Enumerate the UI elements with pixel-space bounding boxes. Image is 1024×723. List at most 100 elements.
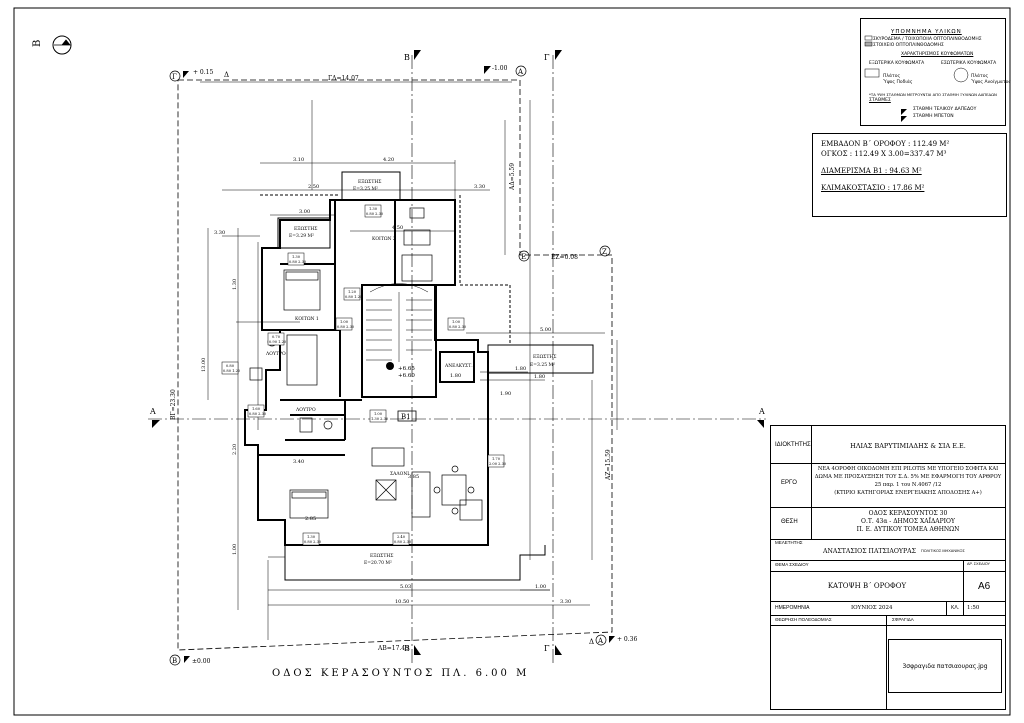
legend-line-2: ΣΤΟΙΧΕΙΟ ΟΠΤΟΠΛΙΝΘΟΔΟΜΗΣ (873, 43, 944, 48)
svg-text:A: A (517, 68, 524, 76)
svg-text:0.90 1.20: 0.90 1.20 (269, 340, 287, 344)
svg-text:+6.60: +6.60 (398, 373, 415, 379)
svg-text:13.00: 13.00 (201, 358, 207, 372)
svg-text:E: E (521, 253, 526, 261)
svg-text:2.40: 2.40 (397, 535, 406, 539)
date-value: ΙΟΥΝΙΟΣ 2024 (851, 605, 893, 611)
corner-beta-bottom: B ±0.00 (169, 654, 211, 666)
north-label: B (32, 40, 43, 47)
project-line-2: ΔΩΜΑ ΜΕ ΠΡΟΣΑΥΞΗΣΗ ΤΟΥ Σ.Δ. 5% ΜΕ ΕΦΑΡΜΟ… (814, 474, 1002, 480)
svg-text:ΕΞΩΣΤΗΣ: ΕΞΩΣΤΗΣ (533, 354, 556, 360)
svg-text:1.00: 1.00 (232, 544, 238, 555)
svg-text:4.20: 4.20 (383, 157, 394, 163)
designer-title: ΠΟΛΙΤΙΚΟΣ ΜΗΧΑΝΙΚΟΣ (921, 549, 965, 553)
project-line-3: 25 παρ. 1 του Ν.4067 /12 (874, 482, 942, 488)
legend-w3: Πλάτος (971, 74, 989, 79)
edge-top: ΓΔ=14.07 (328, 75, 359, 82)
svg-text:Ε=3.29 Μ²: Ε=3.29 Μ² (289, 233, 314, 239)
scale-label: ΚΛ. (951, 605, 960, 611)
svg-text:3.00: 3.00 (299, 209, 310, 215)
svg-text:0.80 2.30: 0.80 2.30 (249, 412, 267, 416)
site-label: ΘΕΣΗ (781, 519, 798, 525)
area-apartment: ΔΙΑΜΕΡΙΣΜΑ Β1 : 94.63 Μ² (821, 167, 922, 175)
site-line-3: Π. Ε. ΔΥΤΙΚΟΥ ΤΟΜΕΑ ΑΘΗΝΩΝ (856, 526, 960, 533)
svg-text:5.03: 5.03 (400, 584, 411, 590)
project-label: ΕΡΓΟ (781, 480, 797, 486)
svg-text:ΕΞΩΣΤΗΣ: ΕΞΩΣΤΗΣ (370, 553, 393, 559)
edge-bottom: ΑΒ=17.45 (377, 645, 409, 652)
edge-ez: ΕΖ=0.08 (551, 254, 578, 261)
svg-text:5.00: 5.00 (540, 327, 551, 333)
drawing-number: Α6 (978, 581, 991, 592)
svg-text:-1.00: -1.00 (492, 65, 508, 72)
svg-text:10.50: 10.50 (395, 599, 409, 605)
legend-title: ΥΠΟΜΝΗΜΑ ΥΛΙΚΩΝ (891, 29, 962, 35)
svg-text:2.20: 2.20 (232, 444, 238, 455)
svg-text:+ 0.15: + 0.15 (193, 69, 213, 76)
svg-text:Ε=3.25 Μ²: Ε=3.25 Μ² (353, 186, 378, 192)
svg-text:A: A (597, 637, 604, 645)
drawing-no-label: ΑΡ. ΣΧΕΔΙΟΥ (967, 562, 991, 566)
corner-alpha-bottom: Δ A + 0.36 (589, 634, 637, 646)
drawing-label: ΘΕΜΑ ΣΧΕΔΙΟΥ (775, 562, 809, 567)
svg-text:4.50: 4.50 (392, 225, 403, 231)
site-line-2: Ο.Τ. 43α - ΔΗΜΟΣ ΧΑΪΔΑΡΙΟΥ (861, 518, 955, 525)
svg-text:2.00 2.30: 2.00 2.30 (489, 462, 507, 466)
area-summary: ΕΜΒΑΔΟΝ Β΄ ΟΡΟΦΟΥ : 112.49 Μ² ΟΓΚΟΣ : 11… (812, 133, 1007, 217)
svg-text:1.60: 1.60 (252, 407, 261, 411)
section-a-right: A (758, 407, 765, 416)
svg-text:0.80 2.30: 0.80 2.30 (289, 260, 307, 264)
svg-text:Γ: Γ (172, 73, 177, 81)
north-arrow-icon (52, 35, 72, 55)
legend-lvl1: ΣΤΑΘΜΗ ΤΕΛΙΚΟΥ ΔΑΠΕΔΟΥ (913, 107, 977, 112)
owner-value: ΗΛΙΑΣ ΒΑΡΥΤΙΜΙΑΔΗΣ & ΣΙΑ Ε.Ε. (850, 442, 966, 450)
project-line-4: (ΚΤΙΡΙΟ ΚΑΤΗΓΟΡΙΑΣ ΕΝΕΡΓΕΙΑΚΗΣ ΑΠΟΔΟΣΗΣ … (834, 490, 982, 496)
legend-int: ΕΣΩΤΕΡΙΚΑ ΚΟΥΦΩΜΑΤΑ (941, 61, 997, 66)
section-b-bottom: B (404, 644, 410, 653)
svg-text:ΕΞΩΣΤΗΣ: ΕΞΩΣΤΗΣ (358, 179, 381, 185)
svg-text:3.30: 3.30 (560, 599, 571, 605)
legend-w1: Πλάτος (883, 74, 901, 79)
edge-right-upper: ΑΔ=5.59 (509, 163, 516, 191)
svg-text:ΛΟΥΤΡΟ: ΛΟΥΤΡΟ (265, 351, 286, 357)
svg-text:1.20: 1.20 (348, 290, 357, 294)
legend-w2: Ύψος Ποδιάς (883, 80, 913, 85)
stamp-image-placeholder: 3σφραγιδα πατσιαουρας.jpg (888, 639, 1002, 693)
svg-text:1.30: 1.30 (307, 535, 316, 539)
legend-note: *ΤΑ ΥΨΗ ΣΤΑΘΜΩΝ ΜΕΤΡΟΥΝΤΑΙ ΑΠΟ ΣΤΑΘΜΗ ΞΥ… (869, 92, 997, 97)
svg-text:ΚΟΙΤΩΝ 1: ΚΟΙΤΩΝ 1 (295, 316, 319, 322)
svg-text:B: B (172, 657, 177, 665)
area-volume: ΟΓΚΟΣ : 112.49 Χ 3.00=337.47 Μ³ (821, 150, 947, 158)
svg-text:Z: Z (602, 248, 607, 256)
svg-text:3.40: 3.40 (293, 459, 304, 465)
section-g-top: Γ (544, 53, 550, 62)
legend-w4: Ύψος Ανοίγματος (971, 80, 1011, 85)
svg-text:Δ: Δ (589, 638, 594, 646)
svg-text:3.30: 3.30 (214, 230, 225, 236)
corner-gamma: Γ + 0.15 Δ (169, 69, 229, 82)
designer-label: ΜΕΛΕΤΗΤΗΣ (775, 540, 803, 545)
scale-value: 1:50 (967, 605, 980, 611)
stamp-label: ΣΦΡΑΓΙΔΑ (892, 617, 914, 622)
svg-text:1.30: 1.30 (232, 279, 238, 290)
svg-text:0.80 1.20: 0.80 1.20 (345, 295, 363, 299)
svg-text:Ε=20.70 Μ²: Ε=20.70 Μ² (364, 560, 392, 566)
svg-text:0.80: 0.80 (226, 364, 235, 368)
svg-text:2.85: 2.85 (305, 516, 316, 522)
svg-text:1.30: 1.30 (292, 255, 301, 259)
svg-text:2.50: 2.50 (308, 184, 319, 190)
svg-text:1.70: 1.70 (492, 457, 501, 461)
svg-text:0.80 2.30: 0.80 2.30 (366, 212, 384, 216)
legend-symbols (864, 35, 969, 122)
svg-text:3.10: 3.10 (293, 157, 304, 163)
svg-text:1.30: 1.30 (369, 207, 378, 211)
drawing-title: ΚΑΤΟΨΗ Β΄ ΟΡΟΦΟΥ (827, 582, 907, 590)
svg-text:0.80 2.30: 0.80 2.30 (337, 325, 355, 329)
svg-text:1.80: 1.80 (450, 373, 461, 379)
svg-text:1.80: 1.80 (534, 374, 545, 380)
svg-text:ΛΟΥΤΡΟ: ΛΟΥΤΡΟ (295, 407, 316, 413)
legend-line-1: ΣΚΥΡΟΔΕΜΑ / ΤΟΙΧΟΠΟΙΙΑ ΟΠΤΟΠΛΙΝΘΟΔΟΜΗΣ (873, 37, 982, 42)
street-name: ΟΔΟΣ ΚΕΡΑΣΟΥΝΤΟΣ ΠΛ. 6.00 Μ (272, 668, 529, 679)
svg-text:±0.00: ±0.00 (192, 658, 211, 665)
